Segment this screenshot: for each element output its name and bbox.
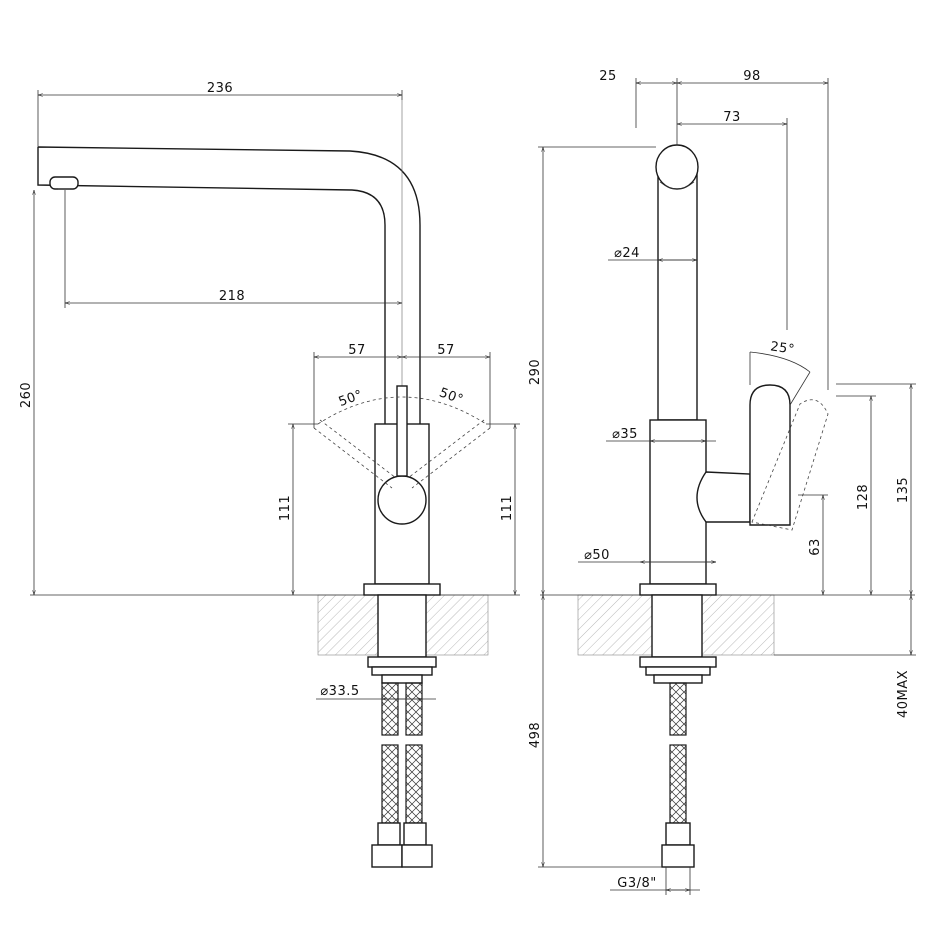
front-nut (367, 656, 437, 668)
front-shank (377, 594, 427, 658)
dim-260-label: 260 (19, 382, 34, 408)
side-hose (669, 682, 687, 736)
front-aerator (49, 176, 79, 190)
front-washer (371, 666, 433, 676)
dim-73: 73 (677, 110, 788, 330)
dim-135: 135 (836, 383, 916, 595)
front-fitting-right (403, 822, 427, 846)
front-view: 236 218 57 57 50° 50° 260 111 (19, 81, 520, 868)
dim-498-label: 498 (528, 722, 543, 748)
dim-111-left-label: 111 (278, 495, 293, 521)
front-fitting-left (377, 822, 401, 846)
dim-33-5: ⌀33.5 (316, 684, 436, 699)
angle-left-label: 50° (337, 387, 365, 409)
side-fitting (665, 822, 691, 846)
side-handle-arc (749, 351, 811, 373)
dim-g38: G3/8" (610, 867, 700, 895)
dim-40max: 40MAX (774, 595, 916, 718)
front-handle-right-position (407, 419, 491, 489)
side-shank (651, 594, 703, 658)
dim-57-right-label: 57 (437, 343, 455, 358)
dim-50: ⌀50 (578, 548, 716, 563)
dim-290: 290 (528, 146, 656, 595)
dim-236: 236 (37, 81, 403, 147)
front-handle-left-position (313, 419, 397, 489)
dim-57-left-label: 57 (348, 343, 366, 358)
dim-57: 57 57 (313, 343, 491, 428)
front-spout (37, 146, 421, 425)
dim-g38-label: G3/8" (617, 876, 656, 891)
dim-128-label: 128 (856, 484, 871, 510)
dim-111-right-label: 111 (500, 495, 515, 521)
dim-40max-label: 40MAX (896, 670, 911, 718)
dim-260: 260 (19, 190, 34, 595)
side-base (639, 583, 717, 596)
dim-128: 128 (836, 395, 876, 595)
dim-63-label: 63 (808, 538, 823, 556)
side-nut (639, 656, 717, 668)
dim-25-98: 25 98 (599, 69, 829, 390)
dim-290-label: 290 (528, 359, 543, 385)
dim-73-label: 73 (723, 110, 741, 125)
dim-218: 218 (64, 190, 402, 308)
dim-498: 498 (528, 595, 662, 868)
dim-25-label: 25 (599, 69, 617, 84)
dim-111-right: 111 (486, 423, 520, 595)
side-spout-top (655, 144, 699, 190)
dim-111-left: 111 (278, 423, 318, 595)
angle-25-label: 25° (769, 339, 795, 357)
side-view: 25 98 73 ⌀24 25° 290 ⌀35 (528, 69, 916, 895)
dim-63: 63 (798, 494, 828, 595)
side-spout (657, 169, 698, 421)
front-hose-right (405, 682, 423, 736)
dim-33-5-label: ⌀33.5 (320, 684, 359, 699)
angle-right-label: 50° (437, 385, 465, 407)
side-handle-connector (696, 471, 751, 523)
front-handle-lever (396, 385, 408, 477)
dim-98-label: 98 (743, 69, 761, 84)
front-hose-left (381, 682, 399, 736)
side-handle-tilted (751, 399, 829, 531)
dim-135-label: 135 (896, 477, 911, 503)
dim-24: ⌀24 (608, 246, 697, 261)
dim-35-label: ⌀35 (612, 427, 638, 442)
side-handle (749, 384, 791, 526)
dim-35: ⌀35 (606, 427, 716, 442)
dim-236-label: 236 (207, 81, 233, 96)
dim-218-label: 218 (219, 289, 245, 304)
dim-50-label: ⌀50 (584, 548, 610, 563)
dim-24-label: ⌀24 (614, 246, 640, 261)
front-base (363, 583, 441, 596)
